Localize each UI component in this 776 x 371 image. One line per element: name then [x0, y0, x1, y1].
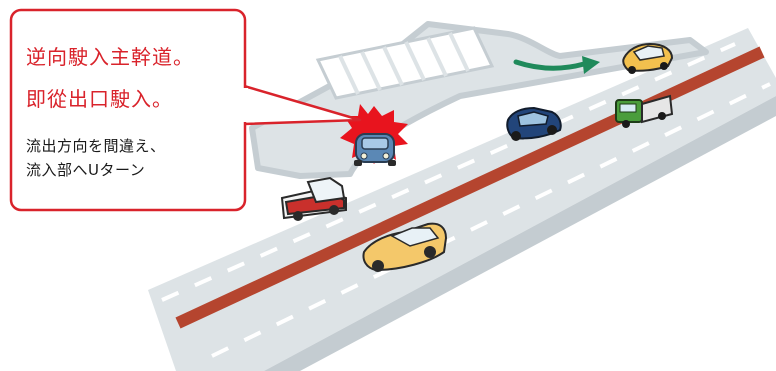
callout-frame [11, 10, 245, 210]
callout-box [11, 10, 360, 210]
wrong-way-car-icon [354, 134, 396, 166]
callout-seam [240, 88, 248, 122]
